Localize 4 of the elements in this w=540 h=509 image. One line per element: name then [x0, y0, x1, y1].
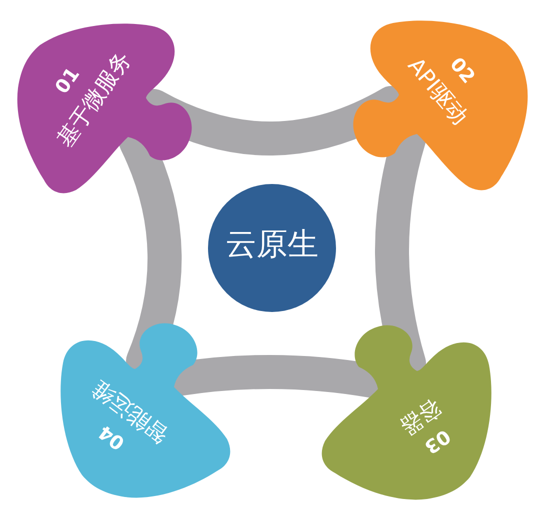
step-number: 02 [446, 54, 478, 88]
step-number: 04 [95, 421, 128, 452]
step-number: 01 [52, 64, 84, 98]
hub-label: 云原生 [226, 230, 318, 260]
